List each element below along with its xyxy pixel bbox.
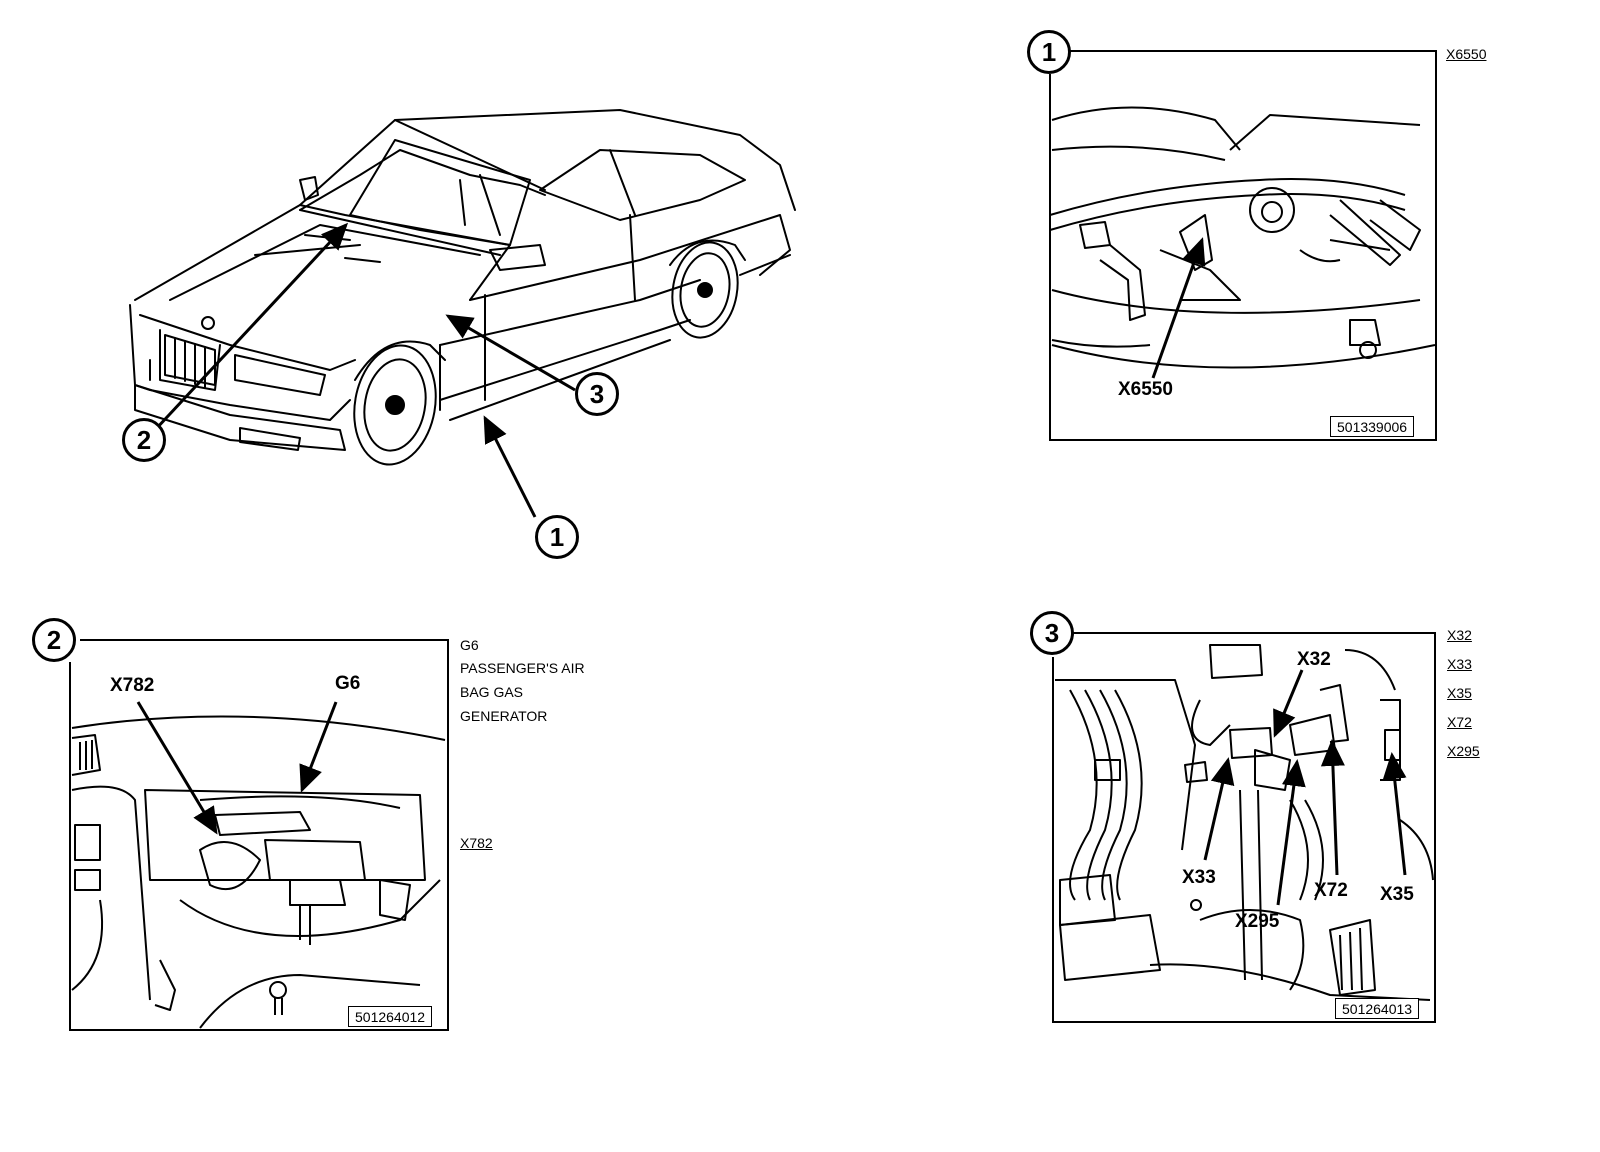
detail-3-side-label-x32: X32 [1447,627,1472,643]
detail-3-label-x33: X33 [1182,867,1216,888]
car-illustration [129,109,796,466]
detail-1-side-label: X6550 [1446,46,1487,62]
detail-3-arrows [1203,669,1407,906]
detail-2-label-x782: X782 [110,675,155,696]
car-callout-arrows [153,222,576,518]
detail-1-label-x6550: X6550 [1118,379,1173,400]
detail-2-description-line-3: GENERATOR [460,708,548,724]
detail-3-label-x32: X32 [1297,649,1331,670]
detail-3-drawing [1055,644,1434,1001]
detail-3-label-x35: X35 [1380,884,1414,905]
detail-3-frame [1052,632,1436,1023]
detail-3-side-label-x295: X295 [1447,743,1480,759]
detail-2-description-line-1: PASSENGER'S AIR [460,660,585,676]
car-callout-1: 1 [535,515,579,559]
detail-3-label-x72: X72 [1314,880,1348,901]
detail-2-arrows [136,701,338,835]
detail-1-arrow [1151,237,1206,379]
car-callout-2: 2 [122,418,166,462]
detail-2-side-label-x782: X782 [460,835,493,851]
detail-2-side-label-g6: G6 [460,637,479,653]
detail-3-side-label-x33: X33 [1447,656,1472,672]
detail-2-number: 2 [32,618,76,662]
detail-1-drawing [1049,106,1436,369]
detail-2-figure-number: 501264012 [348,1006,433,1027]
detail-1-frame [1049,50,1437,441]
detail-3-label-x295: X295 [1235,911,1280,932]
detail-3-side-label-x35: X35 [1447,685,1472,701]
detail-2-description-line-2: BAG GAS [460,684,524,700]
detail-3-side-label-x72: X72 [1447,714,1472,730]
detail-1-number: 1 [1027,30,1071,74]
detail-3-figure-number: 501264013 [1335,998,1420,1019]
detail-2-frame [69,639,449,1031]
detail-3-number: 3 [1030,611,1074,655]
detail-2-drawing [71,715,446,1029]
detail-1-figure-number: 501339006 [1330,416,1415,437]
car-callout-3: 3 [575,372,619,416]
detail-2-label-g6: G6 [335,673,361,694]
